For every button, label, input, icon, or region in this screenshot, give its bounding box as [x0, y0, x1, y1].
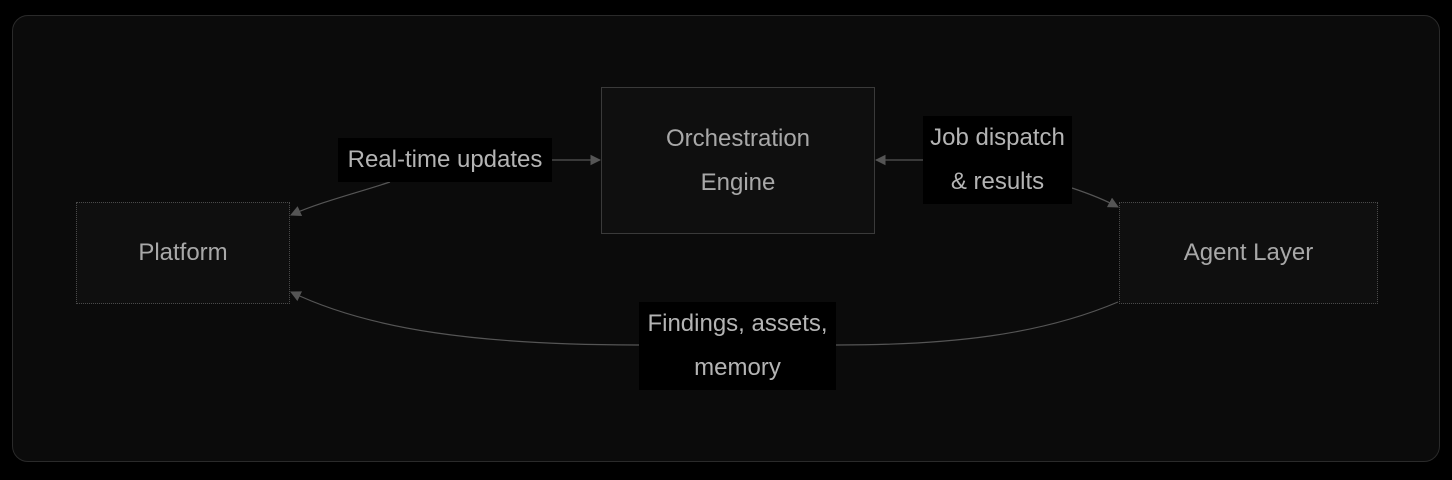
edge-label-job-dispatch: Job dispatch & results: [923, 116, 1072, 204]
edge-label-findings-line2: memory: [694, 354, 781, 381]
edge-label-findings: Findings, assets, memory: [639, 302, 836, 390]
edge-label-realtime-updates: Real-time updates: [338, 138, 552, 182]
edge-label-findings-line1: Findings, assets,: [647, 310, 828, 337]
agent-layer-node: Agent Layer: [1119, 202, 1378, 304]
edge-realtime-to-platform: [290, 181, 391, 216]
edge-label-dispatch-line1: Job dispatch: [930, 124, 1065, 151]
agent-layer-node-label: Agent Layer: [1183, 239, 1314, 266]
platform-node-label: Platform: [138, 239, 228, 266]
edge-dispatch-to-agent: [1071, 187, 1119, 208]
orchestration-node-label-line1: Orchestration: [665, 124, 811, 152]
edge-label-realtime-text: Real-time updates: [347, 146, 543, 173]
orchestration-engine-node: Orchestration Engine: [601, 87, 875, 234]
platform-node: Platform: [76, 202, 290, 304]
edge-label-dispatch-line2: & results: [950, 168, 1045, 195]
orchestration-node-label-line2: Engine: [700, 168, 776, 196]
